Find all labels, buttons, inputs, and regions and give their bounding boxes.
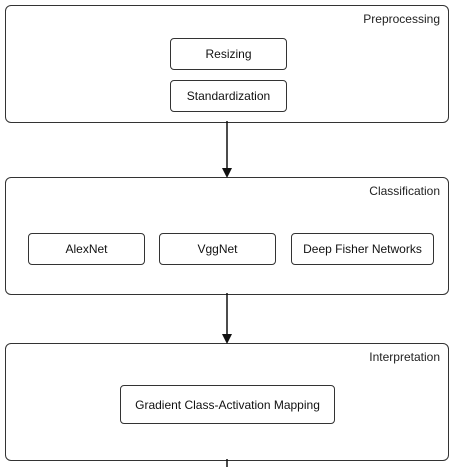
- panel-title-classification: Classification: [369, 184, 440, 198]
- deep-fisher-networks-box: Deep Fisher Networks: [291, 233, 434, 265]
- standardization-box: Standardization: [170, 80, 287, 112]
- interpretation-panel: Interpretation Gradient Class-Activation…: [5, 343, 449, 461]
- panel-title-interpretation: Interpretation: [369, 350, 440, 364]
- preprocessing-panel: Preprocessing Resizing Standardization: [5, 5, 449, 123]
- alexnet-box: AlexNet: [28, 233, 145, 265]
- vggnet-box: VggNet: [159, 233, 276, 265]
- resizing-box: Resizing: [170, 38, 287, 70]
- panel-title-preprocessing: Preprocessing: [363, 12, 440, 26]
- classification-panel: Classification AlexNet VggNet Deep Fishe…: [5, 177, 449, 295]
- gradient-class-activation-mapping-box: Gradient Class-Activation Mapping: [120, 385, 335, 424]
